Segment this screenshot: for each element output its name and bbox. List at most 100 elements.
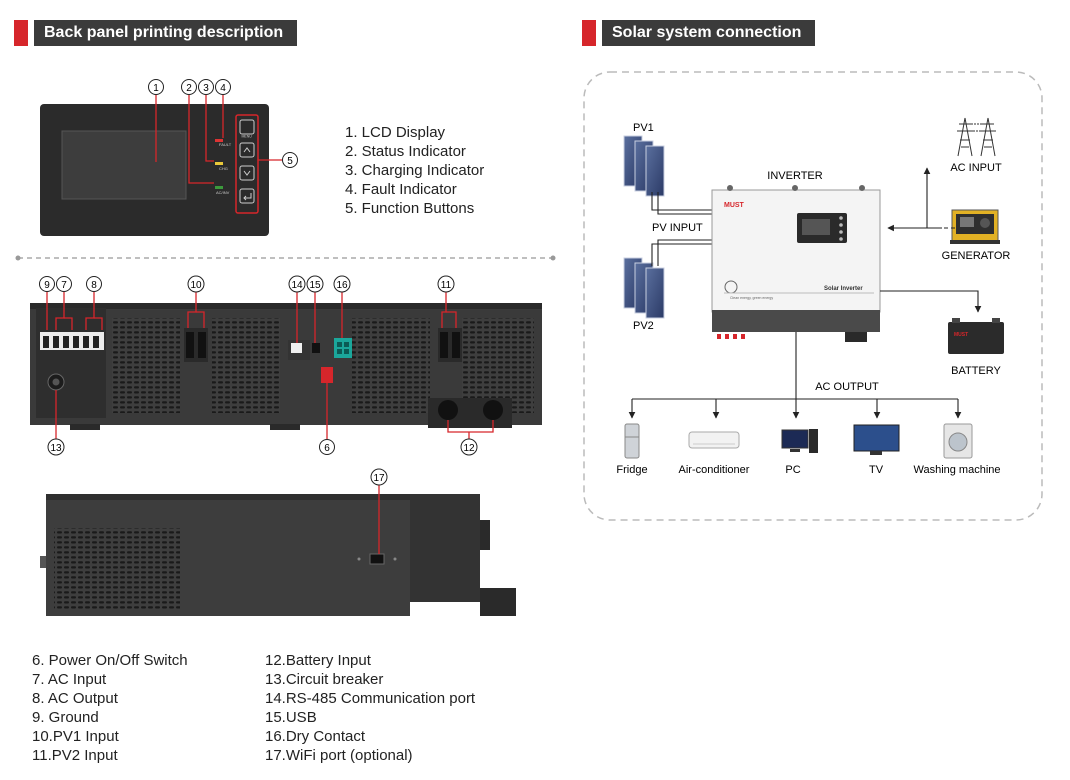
up-button[interactable]: [239, 142, 255, 158]
legend-item: 5. Function Buttons: [345, 200, 475, 217]
left-section-title: Back panel printing description: [34, 20, 298, 46]
callout-circle: [187, 275, 205, 293]
wifi-usb-port[interactable]: [369, 553, 385, 565]
callout-circle: [86, 276, 102, 292]
callout-number: 6: [324, 443, 330, 454]
legend-item: 7. AC Input: [32, 671, 107, 688]
callout-circle: [306, 275, 324, 293]
callout-circle: [215, 79, 231, 95]
acinv-text: AC/INV: [216, 190, 230, 195]
legend-item: 17.WiFi port (optional): [265, 747, 413, 764]
legend-item: 13.Circuit breaker: [265, 671, 384, 688]
pv-input-label: PV INPUT: [652, 222, 703, 234]
pv1-label: PV1: [633, 122, 654, 134]
vent-grille: [462, 318, 534, 413]
breaker-knob: [52, 378, 60, 386]
left-section-header: Back panel printing description: [14, 20, 298, 46]
inverter-base: [712, 310, 880, 332]
divider-dot: [15, 255, 21, 261]
ac-input-wiring: [887, 167, 955, 232]
load-label-pc: PC: [785, 464, 800, 476]
pv2-label: PV2: [633, 320, 654, 332]
callout-circle: [319, 439, 335, 455]
battery-terminal[interactable]: [483, 400, 503, 420]
vent-grille: [352, 318, 430, 413]
menu-button[interactable]: [239, 119, 255, 135]
power-switch[interactable]: [321, 367, 333, 383]
legend-item: 11.PV2 Input: [32, 747, 118, 764]
callout-number: 15: [309, 280, 321, 291]
enter-arrow-icon: [243, 193, 252, 201]
callout-number: 10: [190, 280, 202, 291]
callout-number: 8: [91, 280, 97, 291]
vent-grille: [212, 318, 280, 413]
inverter-brand: MUST: [724, 202, 745, 209]
callout-number: 16: [336, 280, 348, 291]
load-label-fridge: Fridge: [616, 464, 647, 476]
acinv-led: [215, 186, 223, 189]
callout-circle: [282, 152, 298, 168]
callout-circle: [198, 79, 214, 95]
callout-circle: [56, 276, 72, 292]
callout-circle: [148, 79, 164, 95]
legend-item: 15.USB: [265, 709, 317, 726]
legend-item: 6. Power On/Off Switch: [32, 652, 188, 669]
legend-item: 4. Fault Indicator: [345, 181, 457, 198]
callout-circle: [460, 438, 478, 456]
air-conditioner-icon: [688, 431, 740, 449]
battery-wire: [880, 290, 982, 313]
vent-grille: [112, 318, 180, 413]
terminal-screws: [43, 336, 99, 348]
right-section-title: Solar system connection: [602, 20, 816, 46]
callout-circle: [437, 275, 455, 293]
callout-circle: [181, 79, 197, 95]
callout-number: 4: [220, 83, 226, 94]
lcd-display: [61, 130, 187, 200]
battery-terminal[interactable]: [438, 400, 458, 420]
callout-circle: [47, 438, 65, 456]
ac-output-label: AC OUTPUT: [815, 381, 879, 393]
battery-label: BATTERY: [951, 365, 1001, 377]
enter-button[interactable]: [239, 188, 255, 204]
system-frame: [583, 71, 1043, 521]
side-vent-grille: [54, 528, 180, 610]
load-label-tv: TV: [869, 464, 884, 476]
callout-number: 12: [463, 443, 475, 454]
callout-number: 7: [61, 280, 67, 291]
pv-wires: [651, 192, 712, 266]
device-label: Solar Inverter: [824, 286, 863, 292]
terminal-area: [36, 308, 106, 418]
dry-contact[interactable]: [334, 338, 352, 358]
callout-circle: [370, 468, 388, 486]
slogan-text: Clean energy, green energy: [730, 296, 773, 300]
battery-icon: MUST: [948, 318, 1004, 354]
back-callout-lines: [46, 292, 494, 439]
legend-item: 10.PV1 Input: [32, 728, 119, 745]
back-callouts: 9 7 8 10 14 15 16 11 13 6 12: [39, 275, 478, 456]
fault-text: FAULT: [219, 142, 232, 147]
callout-number: 9: [44, 280, 50, 291]
callout-circle: [288, 275, 306, 293]
up-arrow-icon: [243, 147, 251, 153]
front-legend: 1. LCD Display 2. Status Indicator 3. Ch…: [345, 123, 484, 218]
inverter-label: INVERTER: [767, 170, 822, 182]
callout-number: 2: [186, 83, 192, 94]
down-arrow-icon: [243, 170, 251, 176]
callout-number: 1: [153, 83, 159, 94]
callout-number: 13: [50, 443, 62, 454]
menu-text: MENU: [242, 135, 253, 139]
fridge-icon: [624, 423, 640, 459]
fault-led: [215, 139, 223, 142]
tv-icon: [853, 424, 900, 455]
right-section-header: Solar system connection: [582, 20, 816, 46]
usb-port[interactable]: [312, 343, 320, 353]
ac-input-tower-icon: [957, 117, 996, 157]
callout-number: 17: [373, 473, 385, 484]
down-button[interactable]: [239, 165, 255, 181]
battery-brand: MUST: [954, 332, 968, 338]
foot: [270, 424, 300, 430]
rs485-port[interactable]: [291, 343, 302, 353]
legend-item: 1. LCD Display: [345, 124, 446, 141]
legend-item: 16.Dry Contact: [265, 728, 366, 745]
